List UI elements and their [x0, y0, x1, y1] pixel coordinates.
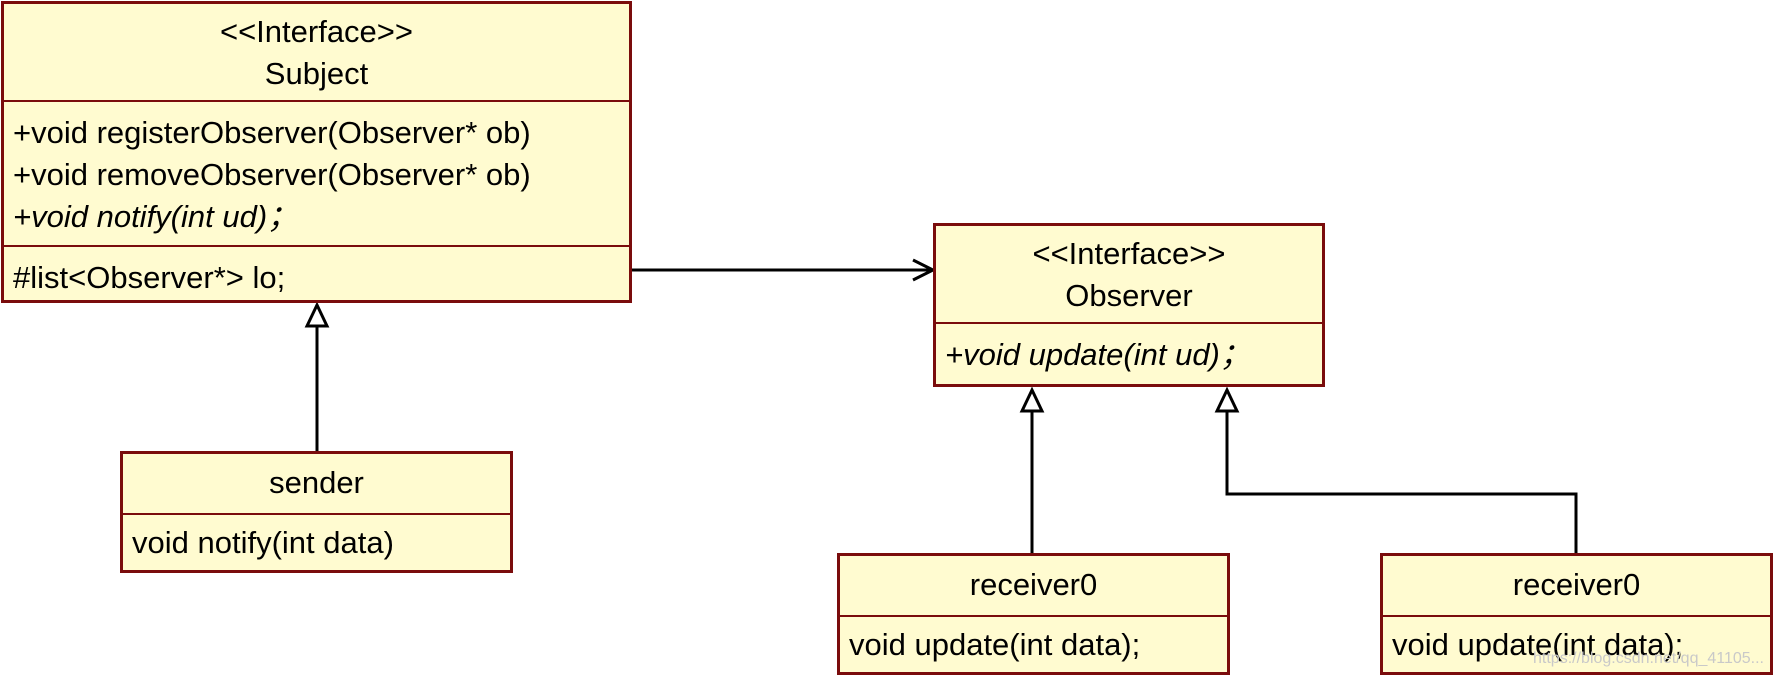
observer-interface-box[interactable]: <<Interface>> Observer +void update(int …: [933, 223, 1325, 387]
subject-operation: +void registerObserver(Observer* ob): [13, 115, 531, 150]
observer-operation: +void update(int ud)；: [945, 337, 1251, 372]
sender-class-box[interactable]: sender void notify(int data): [120, 451, 513, 573]
receiver-a-operation: void update(int data);: [849, 627, 1141, 662]
subject-name: Subject: [264, 56, 369, 91]
receiver-a-name: receiver0: [969, 567, 1098, 602]
receiver-b-header: receiver0: [1383, 556, 1770, 615]
receiver-b-operation: void update(int data);: [1392, 627, 1684, 662]
subject-attributes: #list<Observer*> lo;: [4, 245, 629, 299]
subject-operation: +void notify(int ud)；: [13, 199, 299, 234]
sender-operations: void notify(int data): [123, 513, 510, 564]
subject-header: <<Interface>> Subject: [4, 4, 629, 100]
receiver-b-name: receiver0: [1512, 567, 1641, 602]
subject-attribute: #list<Observer*> lo;: [13, 260, 286, 295]
receiver-a-operations: void update(int data);: [840, 615, 1227, 666]
sender-header: sender: [123, 454, 510, 513]
receiver-a-header: receiver0: [840, 556, 1227, 615]
association-subject-observer: [632, 258, 937, 282]
receiver-b-operations: void update(int data);: [1383, 615, 1770, 666]
observer-name: Observer: [1065, 278, 1193, 313]
sender-operation: void notify(int data): [132, 525, 394, 560]
subject-operation: +void removeObserver(Observer* ob): [13, 157, 531, 192]
subject-stereotype: <<Interface>>: [219, 14, 414, 49]
subject-interface-box[interactable]: <<Interface>> Subject +void registerObse…: [1, 1, 632, 303]
realization-sender-subject: [304, 301, 330, 451]
realization-receiver-a-observer: [1019, 386, 1045, 553]
observer-header: <<Interface>> Observer: [936, 226, 1322, 322]
sender-name: sender: [269, 465, 364, 500]
receiver-a-class-box[interactable]: receiver0 void update(int data);: [837, 553, 1230, 675]
subject-operations: +void registerObserver(Observer* ob) +vo…: [4, 100, 629, 245]
receiver-b-class-box[interactable]: receiver0 void update(int data);: [1380, 553, 1773, 675]
observer-operations: +void update(int ud)；: [936, 322, 1322, 376]
realization-receiver-b-observer: [1214, 386, 1578, 553]
watermark: https://blog.csdn.net/qq_41105...: [1533, 650, 1764, 667]
observer-stereotype: <<Interface>>: [1032, 236, 1226, 271]
